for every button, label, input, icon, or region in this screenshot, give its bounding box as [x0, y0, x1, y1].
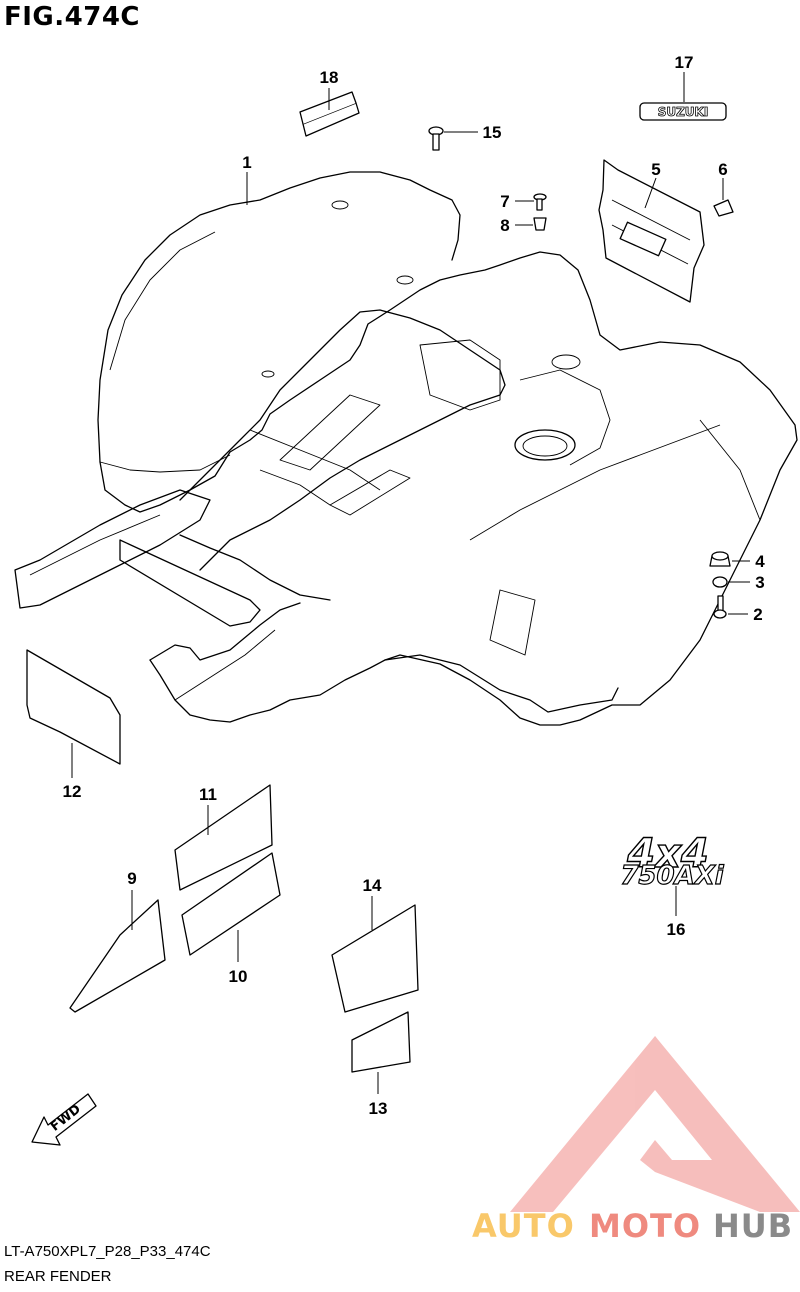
callout-11: 11: [199, 785, 217, 804]
suzuki-emblem: SUZUKI: [639, 72, 727, 121]
watermark-logo-icon: [510, 1036, 800, 1212]
emblem-4x4-text: 4x4: [626, 831, 708, 877]
callout-17: 17: [675, 53, 694, 72]
callout-5: 5: [651, 160, 660, 179]
section-name-label: REAR FENDER: [4, 1268, 112, 1285]
sheet-part-11: [174, 784, 273, 891]
sheet-part-10: [181, 852, 281, 962]
callout-8: 8: [500, 216, 509, 235]
callout-10: 10: [229, 967, 248, 986]
screw-part-15: [428, 126, 478, 151]
callout-9: 9: [127, 869, 136, 888]
clip-part: [713, 178, 734, 217]
pad-part: [299, 88, 360, 137]
callout-labels: 1 2 3 4 5 6 7 8 9 10 11 12 13 14 15 16 1…: [63, 53, 766, 1118]
callout-3: 3: [755, 573, 764, 592]
callout-13: 13: [369, 1099, 388, 1118]
callout-7: 7: [500, 192, 509, 211]
figure-title: FIG.474C: [4, 2, 141, 32]
callout-16: 16: [667, 920, 686, 939]
callout-18: 18: [320, 68, 339, 87]
callout-6: 6: [718, 160, 727, 179]
bracket-part: [598, 159, 705, 303]
sheet-part-13: [351, 1011, 411, 1094]
callout-12: 12: [63, 782, 82, 801]
watermark-text-moto: MOTO: [589, 1207, 702, 1245]
washer-part-3: [712, 576, 750, 588]
callout-2: 2: [753, 605, 762, 624]
suzuki-emblem-text: SUZUKI: [658, 105, 709, 119]
cushion-part-4: [709, 551, 750, 567]
callout-15: 15: [483, 123, 502, 142]
model-emblem: 4x4 750AXi: [620, 830, 725, 916]
bolt-part-2: [713, 595, 748, 619]
callout-1: 1: [242, 153, 251, 172]
nut-part-8: [515, 217, 547, 231]
model-code-label: LT-A750XPL7_P28_P33_474C: [4, 1243, 211, 1260]
watermark-text-hub: HUB: [713, 1207, 794, 1245]
screw-part-7: [515, 193, 547, 211]
fwd-arrow-icon: FWD: [31, 1093, 97, 1146]
rear-fender-body: [14, 171, 798, 726]
callout-4: 4: [755, 552, 765, 571]
sheet-part-14: [331, 896, 419, 1013]
callout-14: 14: [363, 876, 382, 895]
emblem-750axi-text: 750AXi: [620, 861, 724, 891]
sheet-part-9: [69, 890, 166, 1013]
sheet-part-12: [26, 649, 121, 778]
watermark-text-auto: AUTO: [472, 1207, 575, 1245]
